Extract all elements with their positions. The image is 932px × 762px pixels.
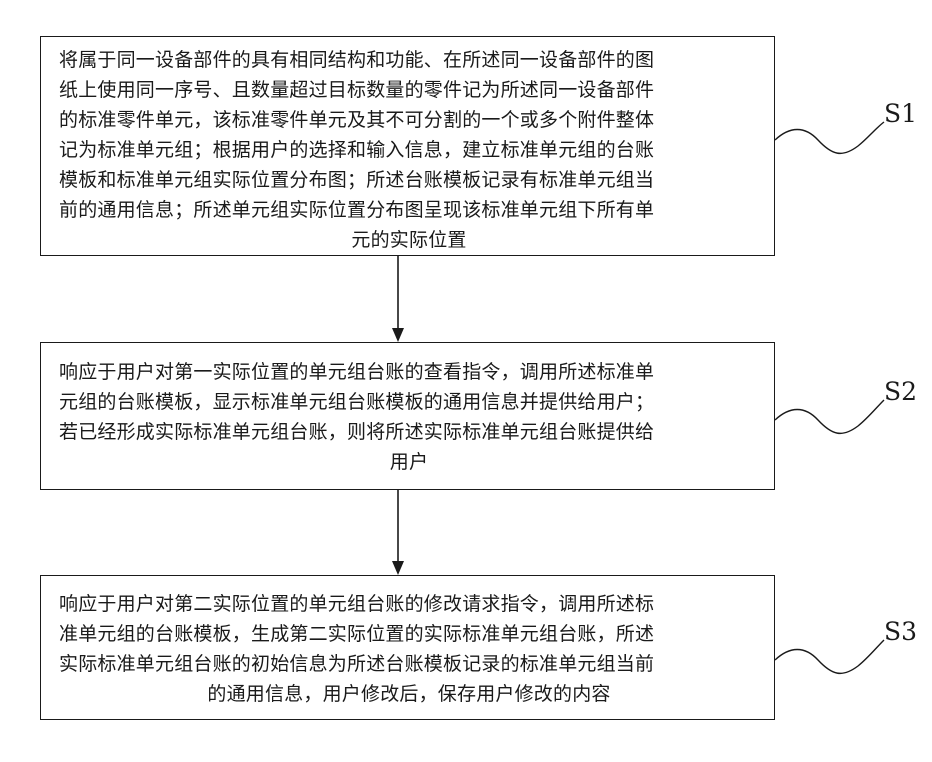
leader-line-s3 xyxy=(775,640,884,673)
arrow-s1-to-s2 xyxy=(392,256,404,342)
leader-line-s1 xyxy=(775,122,884,153)
arrow-s2-to-s3 xyxy=(392,490,404,575)
step-label-s2: S2 xyxy=(884,378,917,406)
step-label-s1: S1 xyxy=(884,100,917,128)
leader-line-s2 xyxy=(775,400,884,433)
step-label-s3: S3 xyxy=(884,618,917,646)
